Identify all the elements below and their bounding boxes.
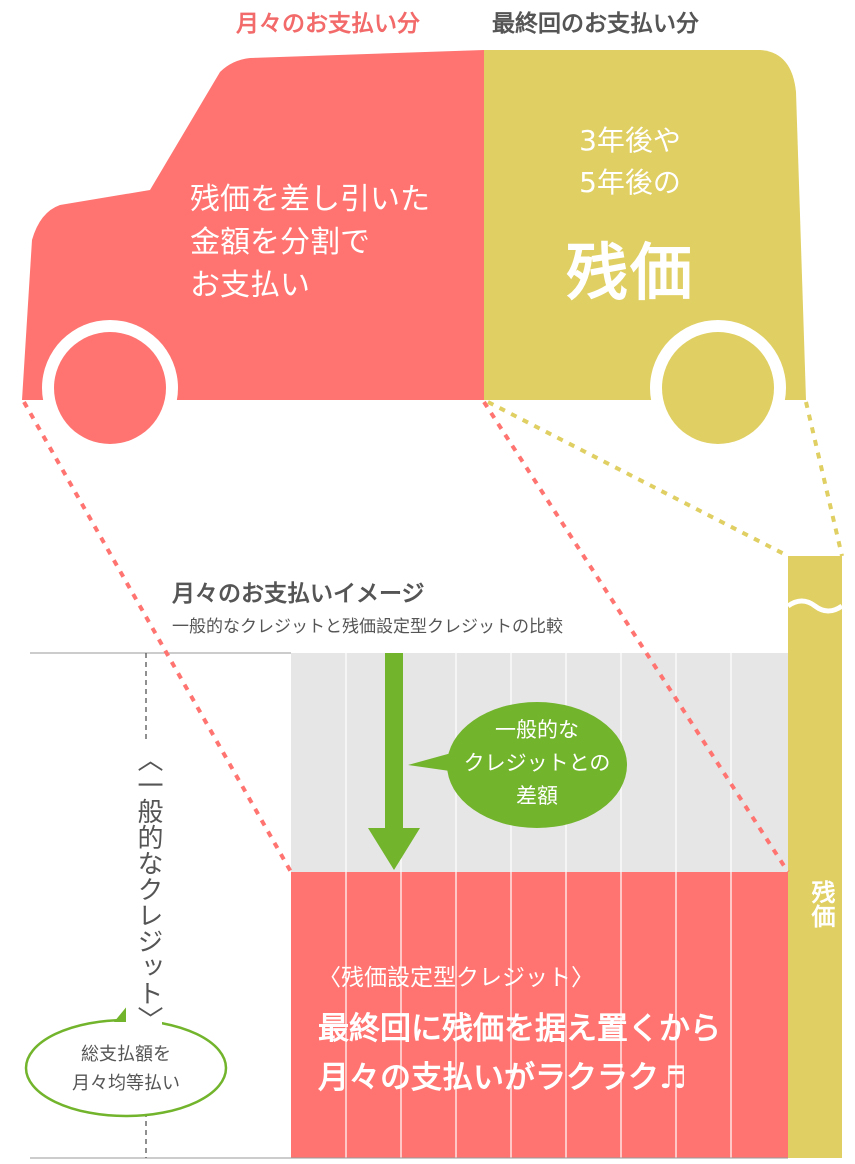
residual-description: 3年後や 5年後の <box>555 120 705 204</box>
difference-bubble-line: クレジットとの <box>463 751 611 775</box>
monthly-description-line: お支払い <box>190 268 310 303</box>
image-section-title: 月々のお支払いイメージ <box>172 581 425 607</box>
car-body-monthly <box>22 50 484 400</box>
zoom-lines-mustard <box>487 400 844 558</box>
general-callout-line: 月々均等払い <box>72 1073 180 1094</box>
front-wheel-tire <box>54 332 166 444</box>
general-callout-line: 総支払額を <box>81 1044 171 1065</box>
residual-description-line: 3年後や <box>579 124 681 157</box>
general-callout-text: 総支払額を 月々均等払い <box>36 1040 216 1098</box>
monthly-payment-label: 月々のお支払い分 <box>236 11 420 37</box>
monthly-description-line: 金額を分割で <box>190 225 370 260</box>
residual-credit-catchline-2: 月々の支払いがラクラク♬ <box>318 1060 687 1096</box>
residual-column-label: 残価 <box>807 880 835 928</box>
monthly-description-line: 残価を差し引いた <box>190 182 430 217</box>
residual-credit-block <box>291 872 788 1158</box>
residual-column-break <box>786 598 844 614</box>
difference-bubble-text: 一般的な クレジットとの 差額 <box>452 714 622 813</box>
residual-column <box>788 556 842 1158</box>
difference-bubble-tail <box>408 752 457 772</box>
zoom-lines-coral <box>22 400 790 874</box>
image-section-subtitle: 一般的なクレジットと残価設定型クレジットの比較 <box>172 617 563 637</box>
residual-description-line: 5年後の <box>579 166 681 199</box>
difference-arrow-head <box>368 828 420 870</box>
residual-credit-catchline-1: 最終回に残価を据え置くから <box>318 1011 721 1047</box>
month-separators <box>345 653 732 1158</box>
residual-credit-label: 〈残価設定型クレジット〉 <box>318 965 594 991</box>
difference-bubble-line: 差額 <box>516 784 558 808</box>
difference-bubble-line: 一般的な <box>495 718 579 742</box>
difference-arrow-shaft <box>385 653 403 833</box>
final-payment-label: 最終回のお支払い分 <box>492 11 699 37</box>
residual-value-big-label: 残価 <box>565 236 694 309</box>
car-body-residual <box>484 50 806 400</box>
general-credit-vertical-label: 〈一般的なクレジット〉 <box>126 740 163 1038</box>
rear-wheel-tire <box>662 332 774 444</box>
difference-bubble <box>447 702 627 828</box>
monthly-description: 残価を差し引いた 金額を分割で お支払い <box>190 178 430 307</box>
